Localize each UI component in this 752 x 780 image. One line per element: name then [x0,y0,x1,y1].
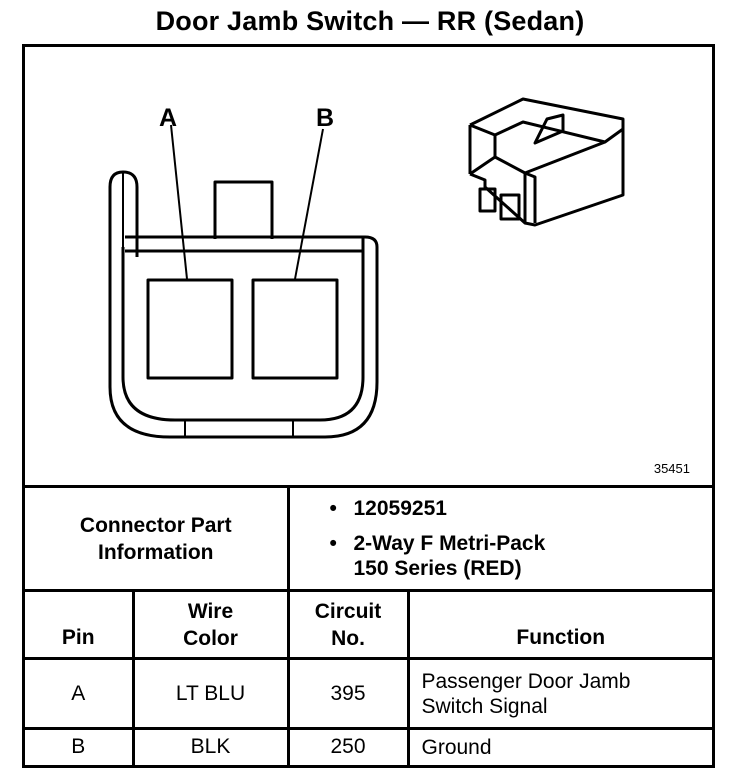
connector-figure: A B 35451 [25,47,712,487]
pin-cell: A [25,657,135,730]
leader-a [170,124,188,280]
circuit-cell: 250 [286,727,410,765]
header-circuit: Circuit No. [286,589,410,660]
connector-info-table: Connector Part Information • 12059251 • … [25,485,712,765]
pin-cell: B [25,727,135,765]
function-cell: Ground [406,727,712,765]
table-row: B BLK 250 Ground [25,727,712,765]
circuit-cell: 395 [286,657,410,730]
pin-label-a: A [159,104,177,132]
header-wire-color: Wire Color [131,589,290,660]
wire-color-cell: LT BLU [131,657,290,730]
diagram-title: Door Jamb Switch — RR (Sedan) [155,6,585,36]
cavity-b [251,278,339,380]
connector-part-info: • 12059251 • 2-Way F Metri-Pack 150 Seri… [286,485,712,592]
connector-iso-view [468,97,625,227]
connector-part-row: Connector Part Information • 12059251 • … [25,485,712,592]
figure-number: 35451 [653,461,690,476]
wire-color-cell: BLK [131,727,290,765]
table-row: A LT BLU 395 Passenger Door Jamb Switch … [25,657,712,730]
latch-tab [213,180,274,239]
connector-part-label: Connector Part Information [25,485,290,592]
function-cell: Passenger Door Jamb Switch Signal [406,657,712,730]
connector-series-item: 150 Series (RED) [353,557,522,580]
connector-drawing: A B [108,97,625,439]
header-function: Function [406,589,712,660]
header-pin: Pin [25,589,135,660]
diagram-frame: A B 35451 [22,44,715,768]
pin-label-b: B [316,104,334,132]
part-number-item: • 12059251 [329,497,447,520]
pin-table-header: Pin Wire Color Circuit No. Function [25,589,712,660]
connector-body-outer [108,235,379,439]
cavity-a [146,278,234,380]
leader-b [294,128,324,280]
connector-type-item: • 2-Way F Metri-Pack [329,532,546,555]
